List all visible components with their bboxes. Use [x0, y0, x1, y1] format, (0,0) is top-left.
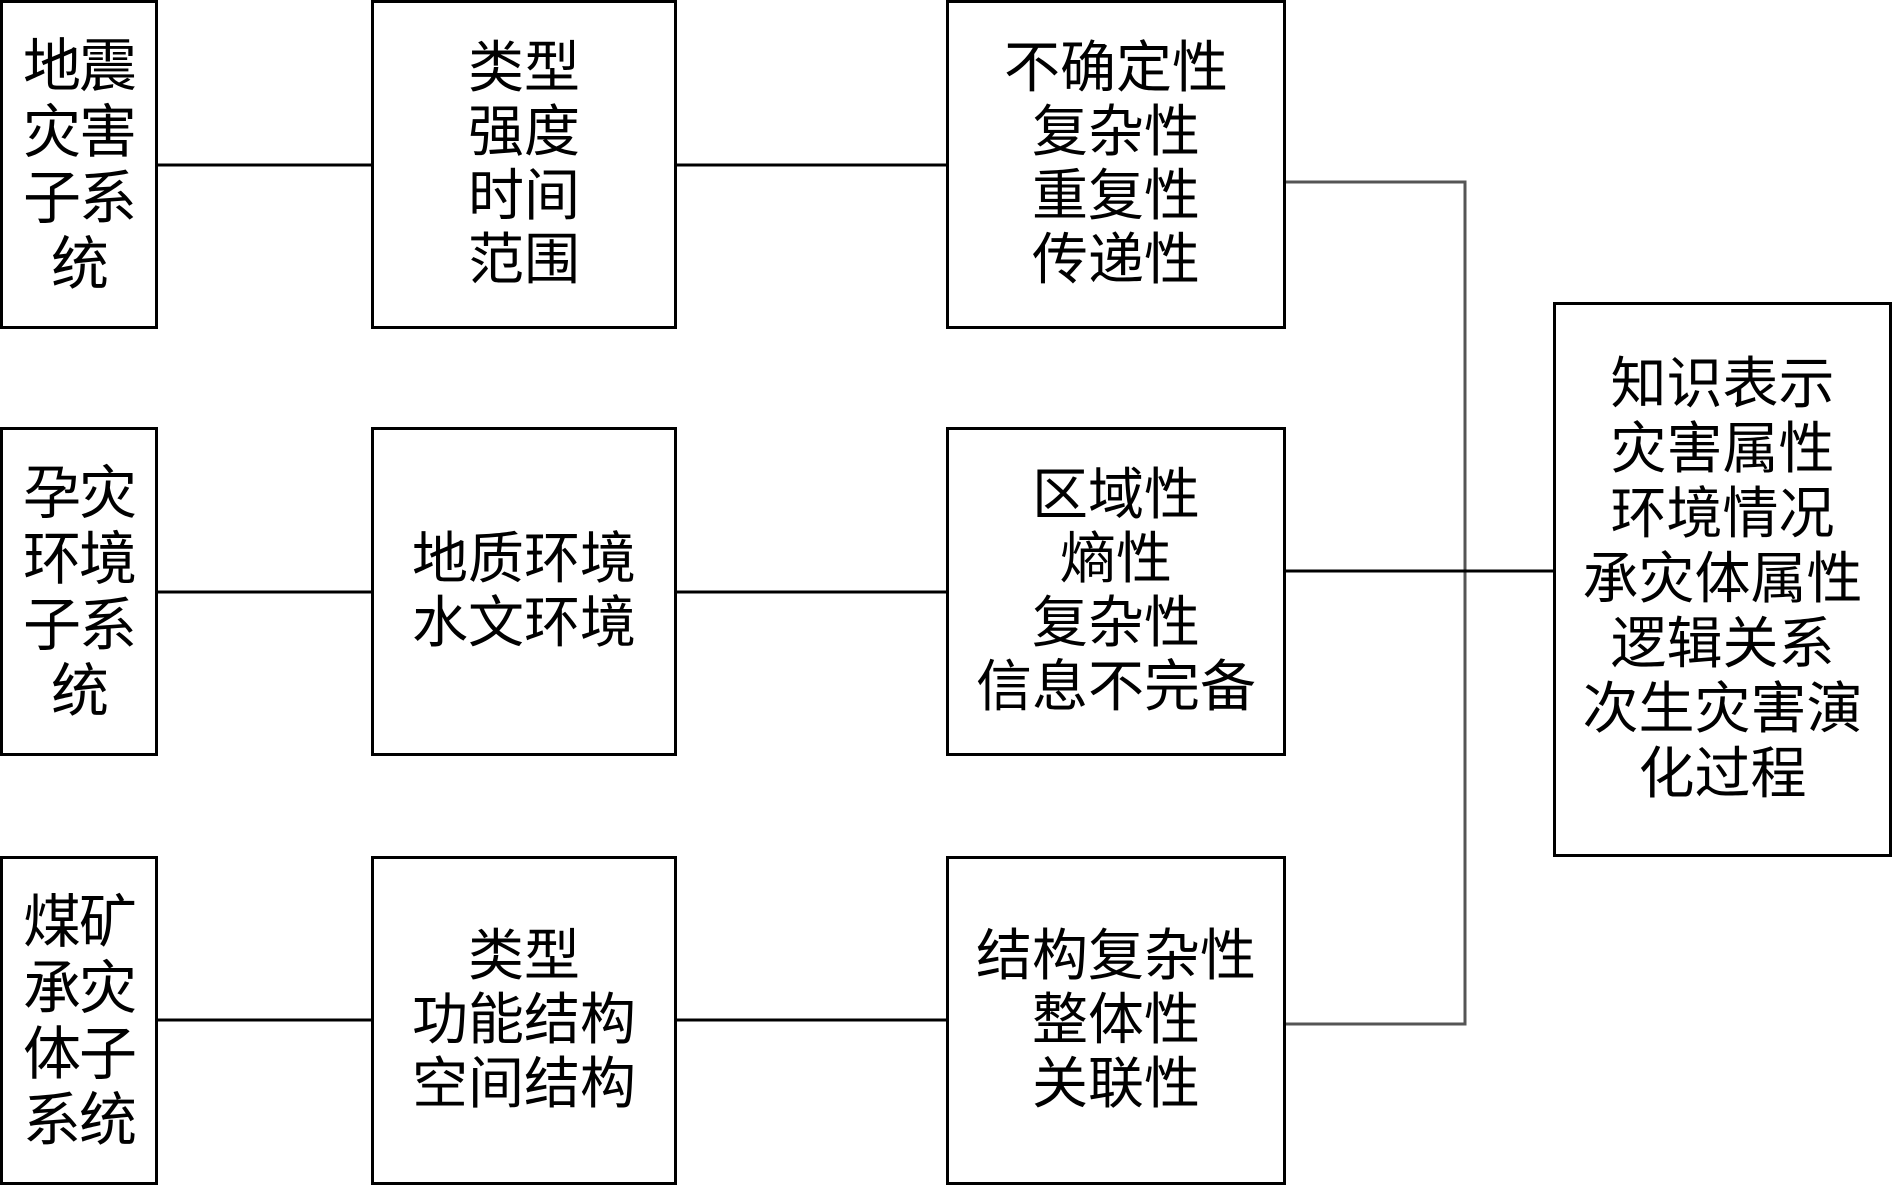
box-text-line: 范围: [468, 227, 580, 293]
box-text-line: 灾害: [22, 97, 137, 166]
box-text-line: 空间结构: [412, 1051, 636, 1117]
earthquake-properties-box: 不确定性 复杂性 重复性 传递性: [946, 0, 1286, 329]
box-text-line: 结构复杂性: [976, 923, 1256, 989]
box-text-line: 强度: [468, 99, 580, 165]
box-text-line: 复杂性: [1032, 99, 1200, 165]
box-text-line: 知识表示: [1610, 352, 1835, 417]
earthquake-attributes-box: 类型 强度 时间 范围: [371, 0, 677, 329]
box-text-line: 关联性: [1032, 1051, 1200, 1117]
box-text-line: 时间: [468, 163, 580, 229]
bracket-connector: [1286, 180, 1467, 1026]
box-text-line: 熵性: [1060, 526, 1172, 592]
bearing-body-attributes-box: 类型 功能结构 空间结构: [371, 856, 677, 1185]
box-text-line: 功能结构: [412, 987, 636, 1053]
bearing-body-properties-box: 结构复杂性 整体性 关联性: [946, 856, 1286, 1185]
box-text-line: 不确定性: [1004, 35, 1228, 101]
box-text-line: 化过程: [1638, 742, 1807, 807]
box-text-line: 煤矿: [22, 887, 137, 956]
box-text-line: 承灾: [22, 953, 137, 1022]
box-text-line: 环境: [22, 524, 137, 593]
box-text-line: 区域性: [1032, 462, 1200, 528]
box-text-line: 整体性: [1032, 987, 1200, 1053]
box-text-line: 重复性: [1032, 163, 1200, 229]
box-text-line: 传递性: [1032, 227, 1200, 293]
box-text-line: 系统: [22, 1085, 137, 1154]
environment-attributes-box: 地质环境 水文环境: [371, 427, 677, 756]
box-text-line: 地质环境: [412, 526, 636, 592]
box-text-line: 承灾体属性: [1582, 547, 1863, 612]
box-text-line: 次生灾害演: [1582, 677, 1863, 742]
box-text-line: 环境情况: [1610, 482, 1835, 547]
coal-mine-bearing-body-subsystem-box: 煤矿 承灾 体子 系统: [0, 856, 158, 1185]
hazard-environment-subsystem-box: 孕灾 环境 子系 统: [0, 427, 158, 756]
knowledge-representation-box: 知识表示 灾害属性 环境情况 承灾体属性 逻辑关系 次生灾害演 化过程: [1553, 302, 1892, 857]
box-text-line: 体子: [22, 1019, 137, 1088]
box-text-line: 子系: [22, 163, 137, 232]
box-text-line: 统: [50, 229, 109, 298]
environment-properties-box: 区域性 熵性 复杂性 信息不完备: [946, 427, 1286, 756]
box-text-line: 子系: [22, 590, 137, 659]
box-text-line: 水文环境: [412, 590, 636, 656]
box-text-line: 逻辑关系: [1610, 612, 1835, 677]
box-text-line: 孕灾: [22, 458, 137, 527]
box-text-line: 类型: [468, 35, 580, 101]
box-text-line: 复杂性: [1032, 590, 1200, 656]
box-text-line: 信息不完备: [976, 654, 1256, 720]
box-text-line: 地震: [22, 31, 137, 100]
earthquake-disaster-subsystem-box: 地震 灾害 子系 统: [0, 0, 158, 329]
box-text-line: 统: [50, 656, 109, 725]
box-text-line: 类型: [468, 923, 580, 989]
box-text-line: 灾害属性: [1610, 417, 1835, 482]
